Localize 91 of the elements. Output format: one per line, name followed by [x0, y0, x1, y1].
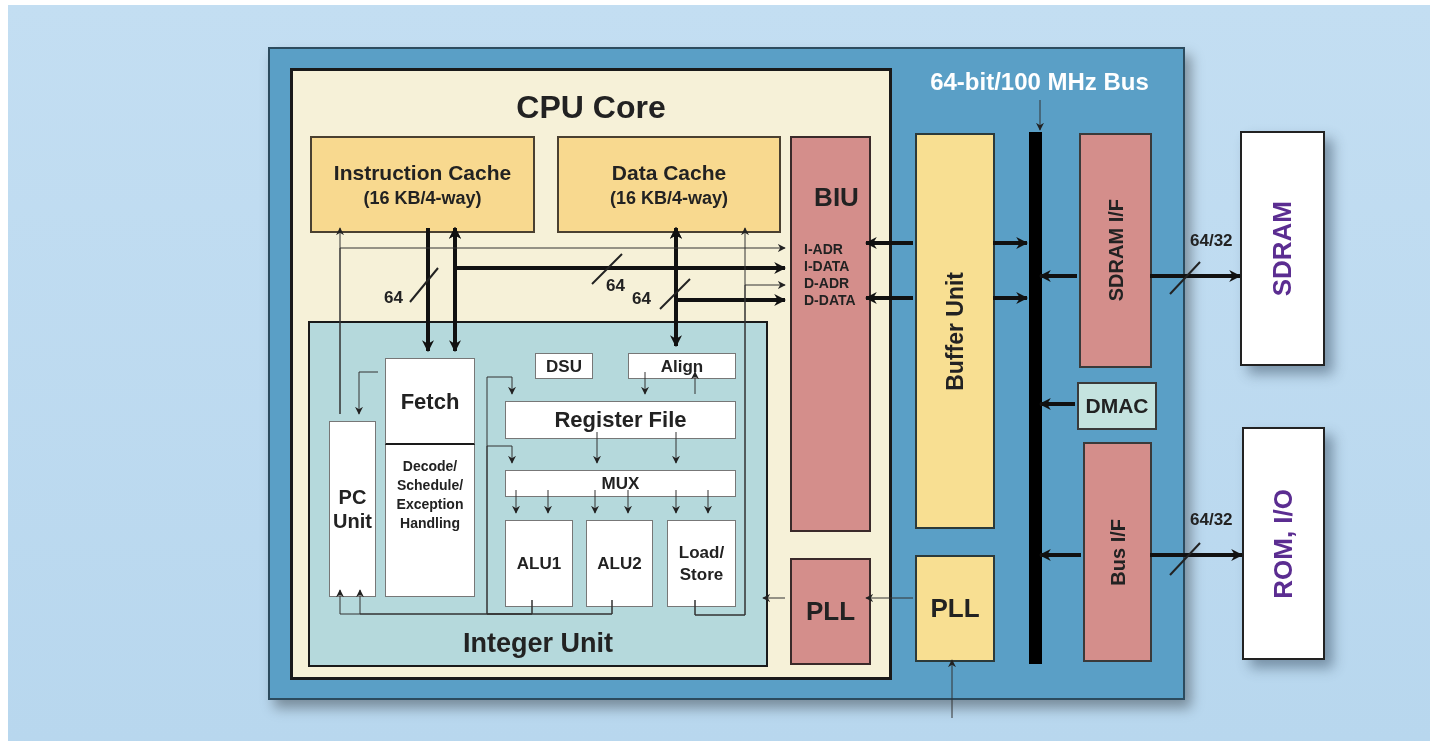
register-file-block — [505, 401, 736, 439]
block-label: DMAC — [1085, 393, 1149, 420]
block-label: PLL — [805, 595, 856, 628]
leader-line — [1036, 99, 1044, 131]
alu-block — [505, 520, 573, 607]
connector-arrow — [512, 489, 520, 514]
connector-arrow — [422, 228, 434, 353]
connector-arrow — [486, 445, 613, 615]
dmac-block — [1077, 382, 1157, 430]
edge-label: 64 — [632, 290, 651, 307]
external-memory-block — [1240, 131, 1325, 366]
block-sublabel: (16 KB/4-way) — [363, 186, 482, 210]
decode-block — [385, 445, 475, 597]
connector-arrow — [593, 431, 601, 464]
pll-block — [790, 558, 871, 665]
block-sublabel: I-ADR — [804, 241, 843, 258]
block-label: CPU Core — [516, 91, 666, 123]
connector-arrow — [591, 489, 599, 514]
connector-arrow — [694, 281, 786, 616]
connector-arrow — [691, 371, 699, 395]
block-label: ALU1 — [516, 552, 562, 575]
interface-block — [1079, 133, 1152, 368]
block-label: Instruction Cache — [333, 159, 512, 186]
block-label: Register File — [554, 409, 687, 431]
pc-unit-block — [329, 421, 376, 597]
input-arrow — [948, 659, 956, 719]
bus-bar — [1029, 132, 1042, 664]
connector-arrow — [670, 226, 787, 306]
connector-arrow — [486, 376, 533, 615]
edge-label: 64 — [384, 289, 403, 306]
connector-arrow — [339, 244, 786, 415]
block-label: PLL — [930, 592, 980, 625]
cpu-core-block — [290, 68, 892, 680]
block-label: Decode/ Schedule/ Exception Handling — [395, 457, 465, 533]
block-label: BIU — [814, 181, 859, 214]
cache-block — [310, 136, 535, 233]
integer-unit-block — [308, 321, 768, 667]
connector-arrow — [449, 226, 787, 274]
edge-label: 64 — [606, 277, 625, 294]
block-label: Integer Unit — [463, 627, 613, 661]
unit-block — [628, 353, 736, 379]
connector-arrow — [355, 371, 379, 415]
block-label: 64-bit/100 MHz Bus — [930, 67, 1149, 97]
connector-arrow — [1150, 270, 1242, 282]
chip-block — [268, 47, 1185, 700]
block-label: SDRAM — [1266, 200, 1298, 297]
block-label: Fetch — [400, 387, 460, 416]
fetch-block — [385, 358, 475, 445]
mux-block — [505, 470, 736, 497]
alu-block — [586, 520, 653, 607]
buffer-unit-block — [915, 133, 995, 529]
connector-arrow — [704, 489, 712, 514]
block-sublabel: D-ADR — [804, 275, 850, 292]
block-label: MUX — [601, 475, 640, 492]
alu-block — [667, 520, 736, 607]
connector-arrow — [1038, 398, 1075, 410]
block-label: Data Cache — [611, 159, 727, 186]
block-sublabel: I-DATA — [804, 258, 850, 275]
connector-arrow — [993, 237, 1029, 249]
connector-arrow — [641, 371, 649, 395]
block-label: ROM, I/O — [1267, 488, 1299, 599]
block-label: Align — [660, 357, 704, 375]
connector-arrow — [672, 489, 680, 514]
unit-block — [535, 353, 593, 379]
connector-arrow — [864, 237, 913, 249]
pll-block — [915, 555, 995, 662]
edge-label: 64/32 — [1190, 232, 1233, 249]
block-label: SDRAM I/F — [1103, 199, 1128, 302]
connector-arrow — [672, 431, 680, 464]
connector-arrow — [1038, 270, 1077, 282]
external-memory-block — [1242, 427, 1325, 660]
cache-block — [557, 136, 781, 233]
connector-arrow — [544, 489, 552, 514]
block-label: Buffer Unit — [940, 271, 969, 391]
block-label: DSU — [546, 357, 582, 375]
block-sublabel: D-DATA — [804, 292, 856, 309]
biu-block — [790, 136, 871, 532]
block-sublabel: (16 KB/4-way) — [609, 186, 728, 210]
connector-arrow — [1038, 549, 1081, 561]
connector-arrow — [624, 489, 632, 514]
block-label: ALU2 — [597, 552, 642, 575]
block-label: Bus I/F — [1105, 518, 1130, 586]
interface-block — [1083, 442, 1152, 662]
connector-arrow — [762, 594, 786, 602]
connector-arrow — [993, 292, 1029, 304]
block-label: Load/ Store — [677, 541, 726, 586]
connector-arrow — [1150, 549, 1244, 561]
connector-arrow — [865, 594, 914, 602]
edge-label: 64/32 — [1190, 511, 1233, 528]
connector-arrow — [864, 292, 913, 304]
block-label: PC Unit — [332, 485, 373, 533]
